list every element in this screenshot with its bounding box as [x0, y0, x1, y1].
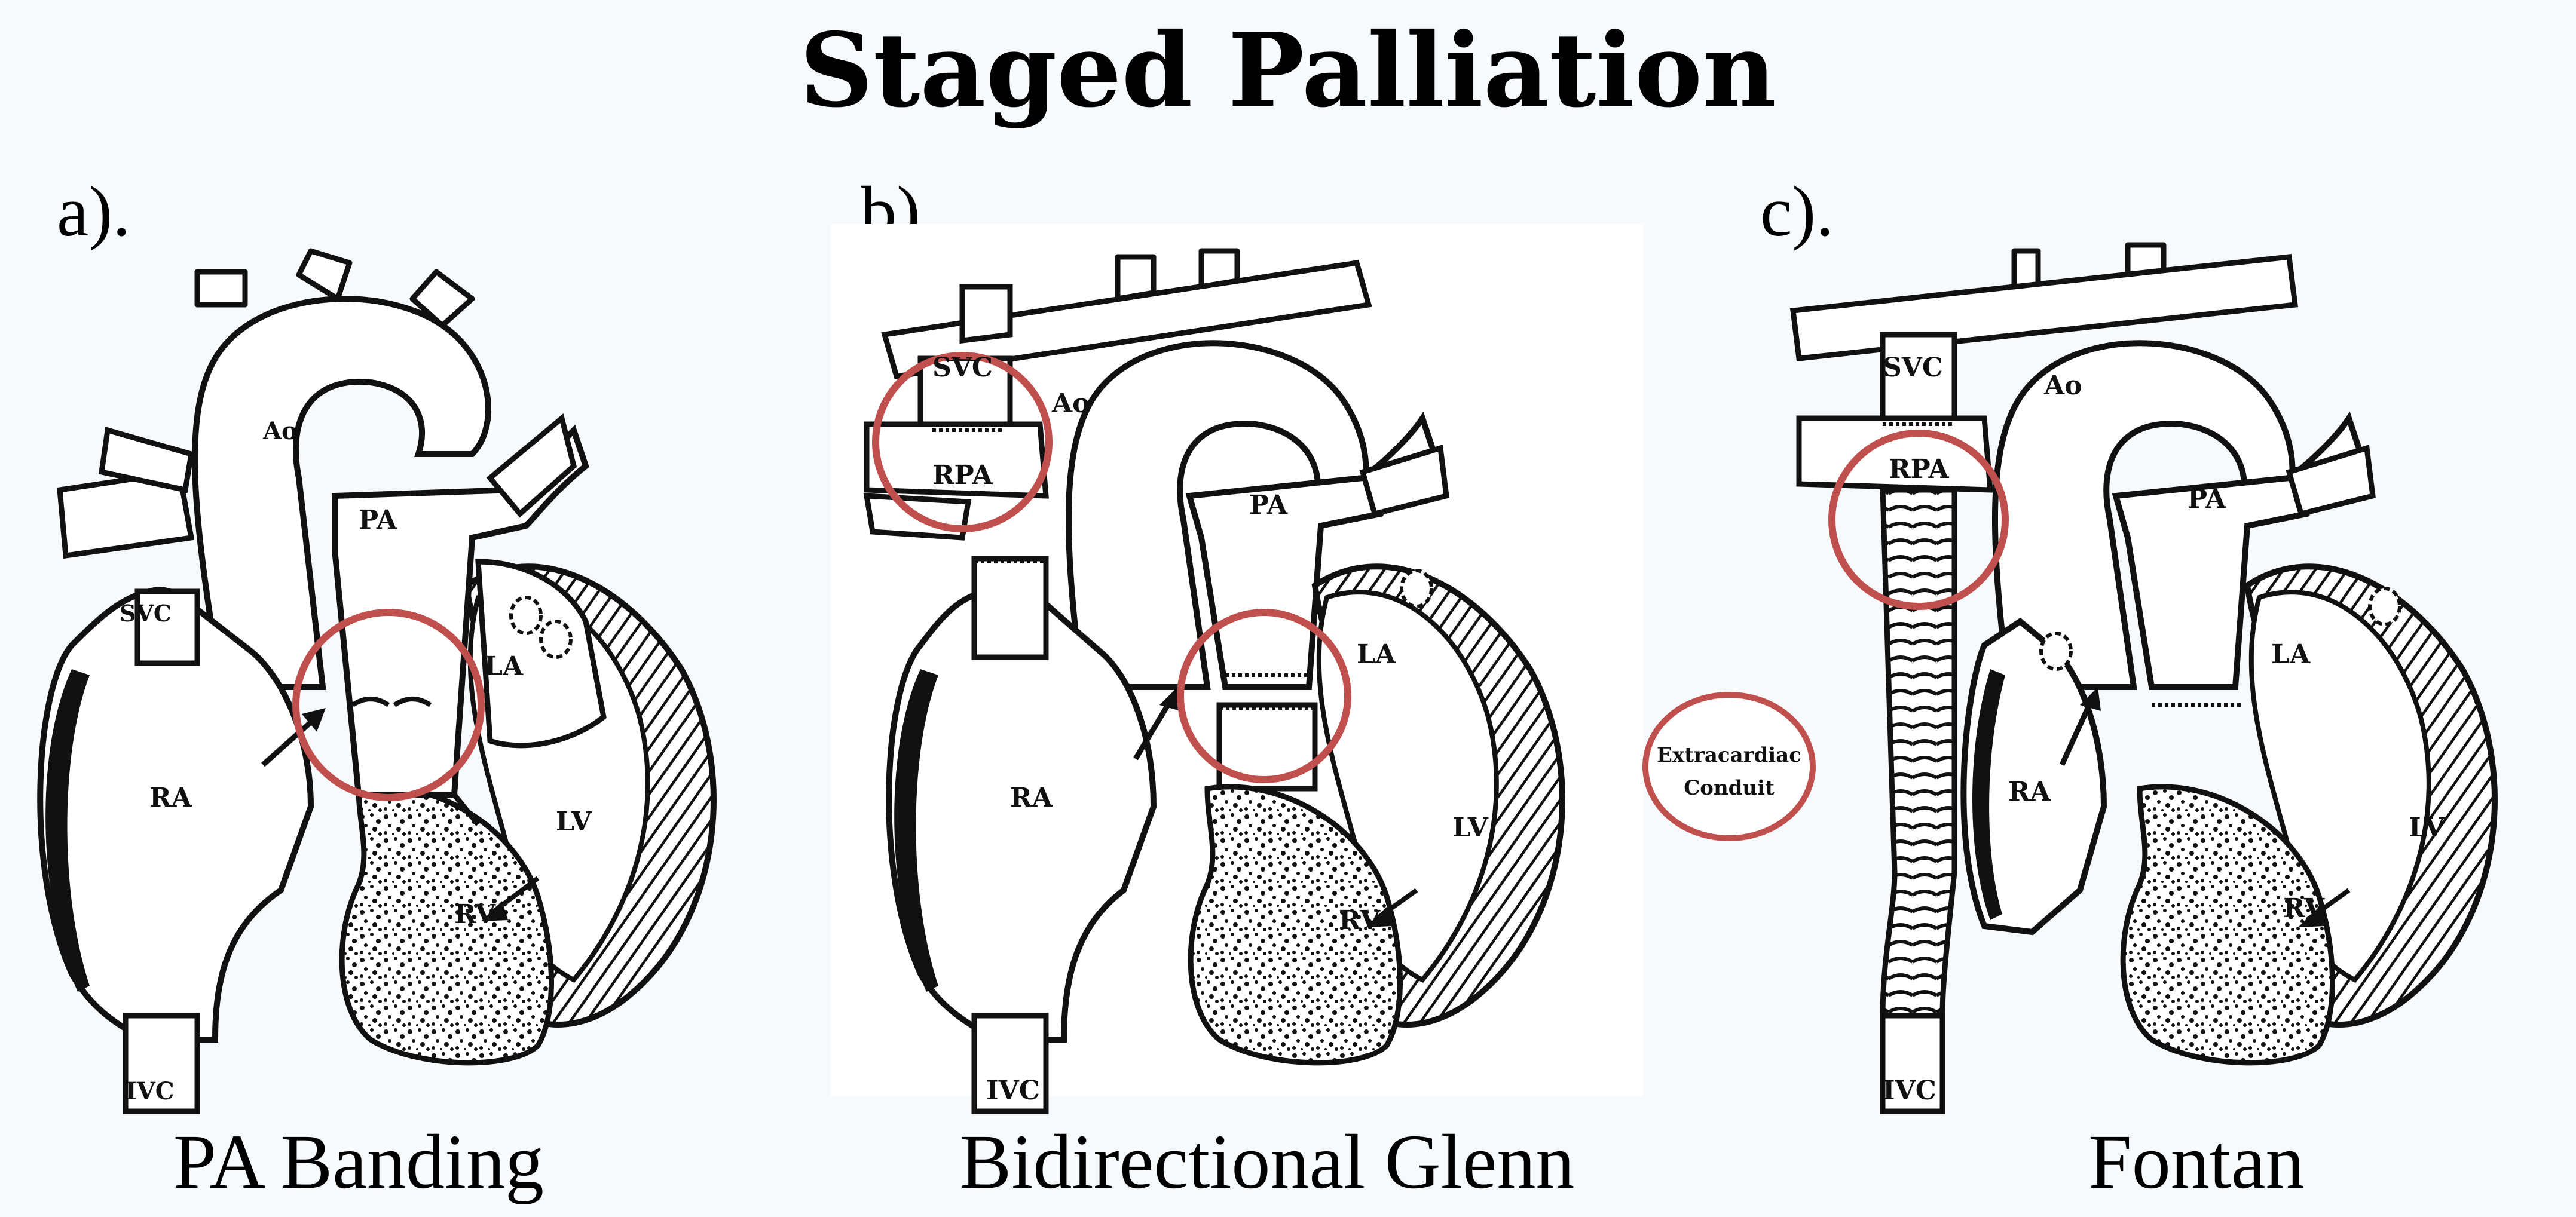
right-ventricle	[339, 784, 554, 1066]
svc	[134, 588, 200, 666]
label-pa: PA	[1249, 490, 1288, 520]
svc-lower-stump	[971, 556, 1049, 660]
lpa-branch	[2286, 445, 2376, 517]
coronary-mark-2	[2039, 632, 2073, 671]
highlight-circle-rpa-conduit	[1828, 430, 2009, 610]
pa-band-mark	[351, 697, 432, 707]
label-ra: RA	[1010, 783, 1053, 813]
label-svc: SVC	[120, 600, 172, 627]
extracardiac-conduit	[1880, 487, 1957, 1019]
label-svc: SVC	[932, 352, 993, 383]
ivc	[1880, 1013, 1945, 1114]
coronary-mark	[1400, 569, 1433, 608]
label-pa: PA	[359, 505, 397, 535]
label-pa: PA	[2188, 484, 2226, 514]
label-rpa: RPA	[1889, 454, 1949, 485]
flow-arrowhead-2	[1366, 907, 1393, 927]
label-ao: Ao	[1051, 388, 1090, 419]
coronary-mark	[509, 596, 543, 635]
flow-arrow	[1133, 697, 1174, 761]
flow-arrow	[2059, 698, 2095, 766]
rpa	[864, 421, 1049, 499]
label-rv: RV	[2283, 893, 2325, 924]
heart-base-outline	[452, 793, 481, 826]
right-ventricle	[1188, 784, 1403, 1066]
lv-inner	[2248, 590, 2431, 983]
label-lv: LV	[556, 807, 592, 837]
ra-thick-wall	[45, 669, 90, 992]
right-ventricle	[2120, 784, 2335, 1066]
aortic-arch	[192, 296, 492, 690]
highlight-circle-svc-rpa	[872, 352, 1053, 532]
flow-arrowhead-2	[2298, 907, 2325, 927]
label-ivc: IVC	[126, 1077, 175, 1105]
lv-inner	[1316, 590, 1499, 983]
ra-thick-wall	[1972, 669, 2005, 920]
coronary-mark-2	[539, 620, 573, 659]
label-ivc: IVC	[1883, 1075, 1936, 1106]
label-ra: RA	[149, 783, 192, 813]
conduit-callout-ellipse	[1642, 692, 1816, 841]
innominate-vessel	[881, 259, 1372, 380]
flow-arrowhead	[2080, 687, 2101, 711]
panel-c-caption: Fontan	[2088, 1119, 2305, 1205]
panel-c-letter: c).	[1760, 171, 1834, 251]
coronary-mark	[2368, 587, 2401, 626]
flow-arrow	[261, 715, 319, 767]
ivc	[971, 1013, 1049, 1114]
figure-title: Staged Palliation	[800, 11, 1776, 130]
lpa-branch	[486, 413, 577, 518]
label-rv: RV	[1339, 905, 1381, 936]
highlight-circle-divided-pa	[1177, 609, 1351, 783]
label-ivc: IVC	[986, 1075, 1040, 1106]
label-ra: RA	[2008, 777, 2051, 807]
callout-line-2: Conduit	[1684, 776, 1775, 800]
panel-b-heart: SVC Ao RPA PA LA RA LV RV IVC	[831, 224, 1644, 1114]
label-rv: RV	[454, 899, 496, 930]
panel-c-heart: Extracardiac Conduit SVC Ao RPA PA LA RA…	[1642, 242, 2498, 1114]
panel-a-heart: Ao PA SVC LA RA LV RV IVC	[37, 248, 717, 1114]
aortic-arch	[1991, 340, 2296, 690]
divided-pa-stump	[1216, 702, 1318, 792]
ivc	[123, 1013, 200, 1114]
left-pulmonary-vessel	[98, 427, 195, 493]
label-ao: Ao	[2043, 370, 2082, 401]
highlight-circle-pa-band	[292, 609, 485, 801]
label-la: LA	[2271, 639, 2311, 670]
label-la: LA	[484, 651, 524, 682]
aortic-arch-branches	[194, 248, 475, 329]
flow-arrowhead	[1159, 687, 1180, 711]
panel-a-caption: PA Banding	[173, 1119, 544, 1205]
panel-a-letter: a).	[57, 171, 131, 251]
flow-arrowhead	[302, 708, 326, 732]
label-rpa: RPA	[932, 460, 993, 491]
label-svc: SVC	[1883, 352, 1943, 383]
label-la: LA	[1357, 639, 1396, 670]
aortic-arch	[1065, 340, 1369, 690]
label-lv: LV	[1452, 813, 1489, 843]
panel-b-caption: Bidirectional Glenn	[959, 1119, 1575, 1205]
svc-stub	[959, 284, 1013, 344]
label-ao: Ao	[262, 417, 298, 445]
lpa-branch	[1359, 445, 1449, 517]
callout-line-1: Extracardiac	[1657, 743, 1801, 767]
ra-thick-wall	[894, 669, 938, 992]
flow-arrowhead-2	[481, 901, 508, 921]
left-atrium	[475, 559, 607, 749]
innominate-vessel	[1789, 254, 2299, 361]
label-lv: LV	[2409, 813, 2445, 843]
